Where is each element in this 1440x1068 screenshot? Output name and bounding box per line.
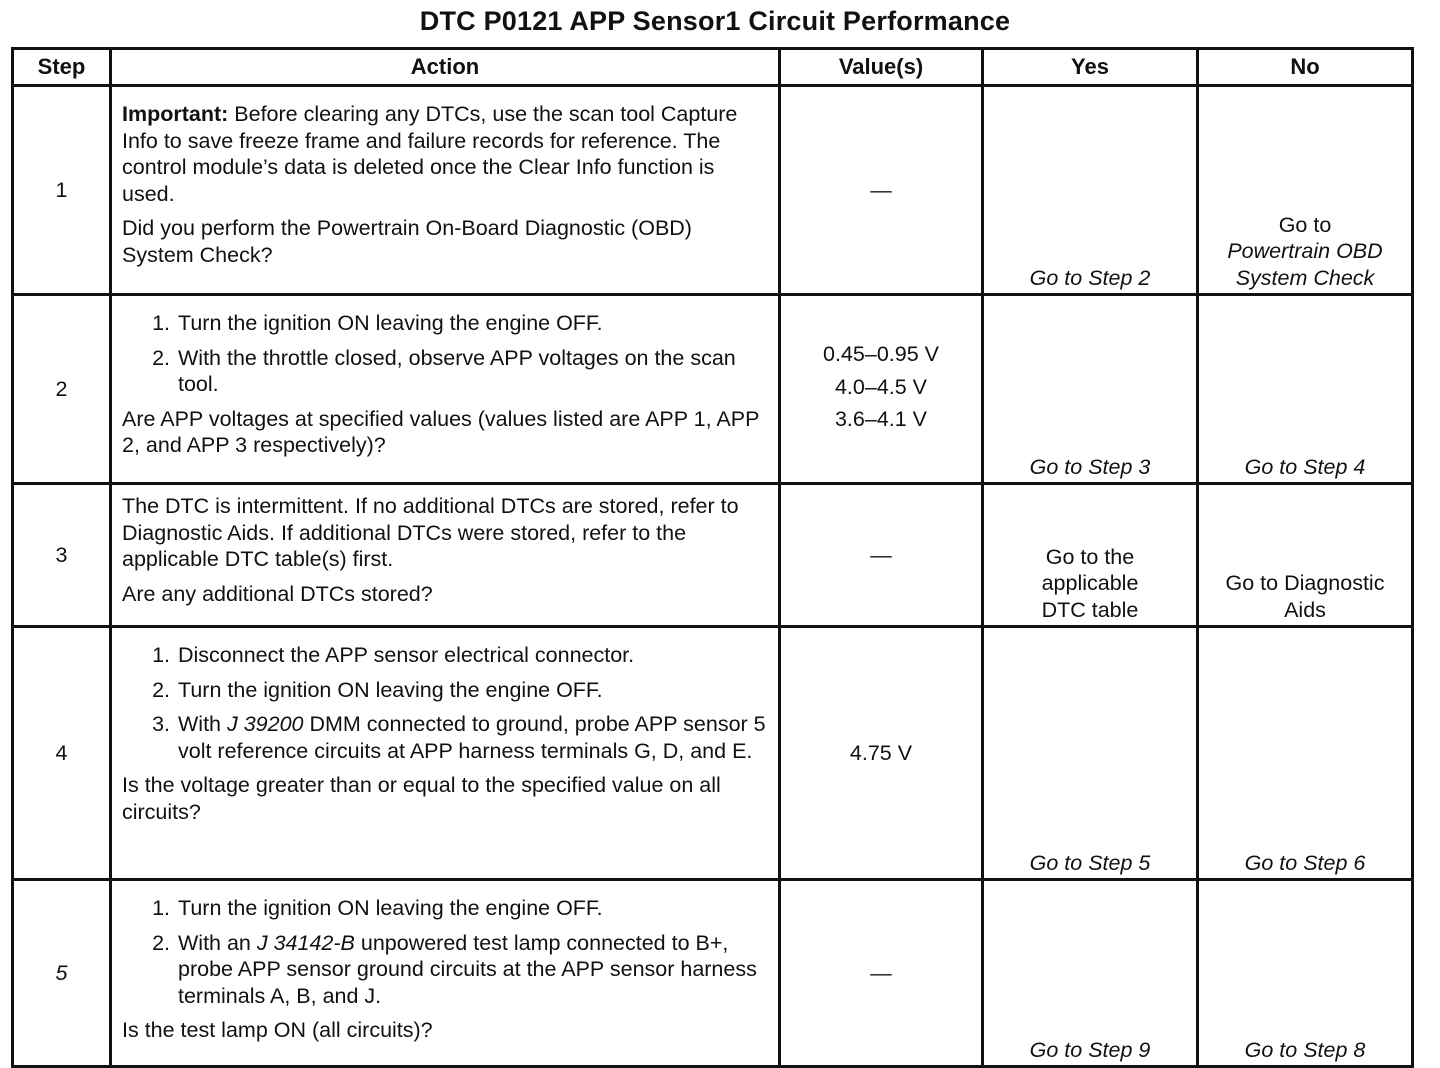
- header-yes: Yes: [981, 47, 1199, 87]
- action-step-item: Turn the ignition ON leaving the engine …: [176, 310, 768, 337]
- value-app3: 3.6–4.1 V: [834, 407, 928, 432]
- action-step-item: With the throttle closed, observe APP vo…: [176, 345, 768, 398]
- action-question: Is the voltage greater than or equal to …: [122, 773, 721, 824]
- table-row-step-1: 1 Important: Before clearing any DTCs, u…: [11, 84, 1414, 296]
- action-cell: The DTC is intermittent. If no additiona…: [109, 482, 781, 628]
- action-step-text: DMM connected to ground, probe APP senso…: [178, 712, 766, 763]
- action-cell: Disconnect the APP sensor electrical con…: [109, 625, 781, 881]
- tool-reference: J 39200: [226, 712, 304, 736]
- important-note: Important: Before clearing any DTCs, use…: [122, 101, 768, 207]
- header-step: Step: [11, 47, 112, 87]
- value-app2: 4.0–4.5 V: [834, 374, 928, 399]
- value-cell: —: [778, 482, 984, 628]
- action-steps-list: Turn the ignition ON leaving the engine …: [122, 895, 768, 1009]
- no-outcome: Go to Step 4: [1196, 293, 1414, 485]
- action-question: Is the test lamp ON (all circuits)?: [122, 1018, 433, 1042]
- value-cell: —: [778, 878, 984, 1068]
- action-cell: Turn the ignition ON leaving the engine …: [109, 293, 781, 485]
- action-step-item: With J 39200 DMM connected to ground, pr…: [176, 711, 768, 764]
- no-outcome: Go to Step 8: [1196, 878, 1414, 1068]
- action-cell: Important: Before clearing any DTCs, use…: [109, 84, 781, 296]
- table-row-step-5: 5 Turn the ignition ON leaving the engin…: [11, 878, 1414, 1068]
- action-step-text: unpowered test lamp connected to B+, pro…: [178, 930, 757, 1008]
- action-step-item: With an J 34142-B unpowered test lamp co…: [176, 930, 768, 1010]
- step-number: 3: [11, 482, 112, 628]
- header-no: No: [1196, 47, 1414, 87]
- action-cell: Turn the ignition ON leaving the engine …: [109, 878, 781, 1068]
- table-row-step-4: 4 Disconnect the APP sensor electrical c…: [11, 625, 1414, 881]
- step-number: 1: [11, 84, 112, 296]
- action-step-text: With an: [178, 930, 257, 955]
- step-number: 5: [11, 878, 112, 1068]
- value-cell: —: [778, 84, 984, 296]
- step-number: 4: [11, 625, 112, 881]
- action-step-item: Turn the ignition ON leaving the engine …: [176, 895, 768, 922]
- yes-outcome: Go to Step 3: [981, 293, 1199, 485]
- value-cell: 0.45–0.95 V 4.0–4.5 V 3.6–4.1 V: [778, 293, 984, 485]
- action-steps-list: Turn the ignition ON leaving the engine …: [122, 310, 768, 398]
- diagnostic-table: Step Action Value(s) Yes No 1 Important:…: [11, 47, 1414, 1068]
- action-step-text: With: [178, 712, 227, 736]
- no-outcome: Go to Powertrain OBD System Check: [1196, 84, 1414, 296]
- value-cell: 4.75 V: [778, 625, 984, 881]
- yes-outcome: Go to Step 5: [981, 625, 1199, 881]
- action-step-item: Disconnect the APP sensor electrical con…: [176, 642, 768, 669]
- no-outcome-link: Powertrain OBD System Check: [1227, 239, 1383, 290]
- page-title: DTC P0121 APP Sensor1 Circuit Performanc…: [419, 6, 1011, 36]
- header-action: Action: [109, 47, 781, 87]
- yes-outcome: Go to Step 9: [981, 878, 1199, 1068]
- important-label: Important:: [122, 102, 229, 126]
- action-question: Are any additional DTCs stored?: [122, 581, 433, 606]
- no-outcome: Go to Step 6: [1196, 625, 1414, 881]
- header-values: Value(s): [778, 47, 984, 87]
- table-header-row: Step Action Value(s) Yes No: [11, 47, 1414, 87]
- table-row-step-3: 3 The DTC is intermittent. If no additio…: [11, 482, 1414, 628]
- action-question: Did you perform the Powertrain On-Board …: [122, 216, 692, 267]
- table-row-step-2: 2 Turn the ignition ON leaving the engin…: [11, 293, 1414, 485]
- action-text: The DTC is intermittent. If no additiona…: [122, 494, 739, 571]
- no-outcome: Go to Diagnostic Aids: [1196, 482, 1414, 628]
- action-question: Are APP voltages at specified values (va…: [122, 406, 760, 458]
- important-text: Before clearing any DTCs, use the scan t…: [122, 102, 738, 206]
- no-outcome-prefix: Go to: [1278, 212, 1332, 237]
- yes-outcome: Go to Step 2: [981, 84, 1199, 296]
- value-app1: 0.45–0.95 V: [823, 342, 939, 367]
- yes-outcome: Go to the applicable DTC table: [981, 482, 1199, 628]
- action-step-item: Turn the ignition ON leaving the engine …: [176, 677, 768, 704]
- step-number: 2: [11, 293, 112, 485]
- action-steps-list: Disconnect the APP sensor electrical con…: [122, 642, 768, 764]
- tool-reference: J 34142-B: [256, 930, 355, 955]
